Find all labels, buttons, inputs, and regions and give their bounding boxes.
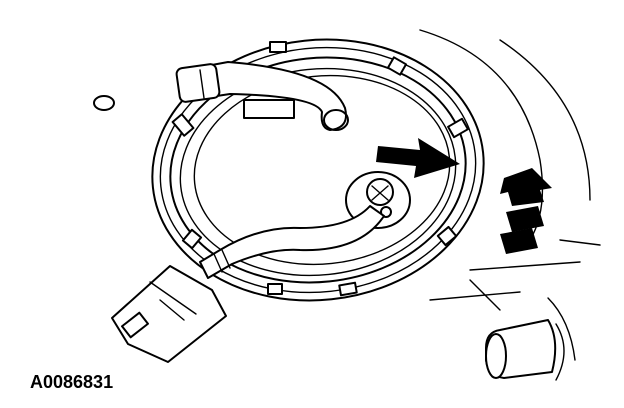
fuel-tube-stub	[485, 319, 565, 381]
wiring-harness	[199, 205, 385, 279]
figure-id-label: A0086831	[30, 372, 114, 392]
tank-hole	[93, 95, 115, 111]
lock-ring	[151, 38, 485, 302]
flange-plate	[193, 74, 451, 266]
fuel-supply-tube	[175, 61, 349, 131]
electrical-connector-boss	[345, 171, 411, 229]
rotation-arrow	[376, 138, 460, 178]
removal-direction-arrow	[500, 168, 552, 254]
harness-connector	[111, 265, 227, 363]
